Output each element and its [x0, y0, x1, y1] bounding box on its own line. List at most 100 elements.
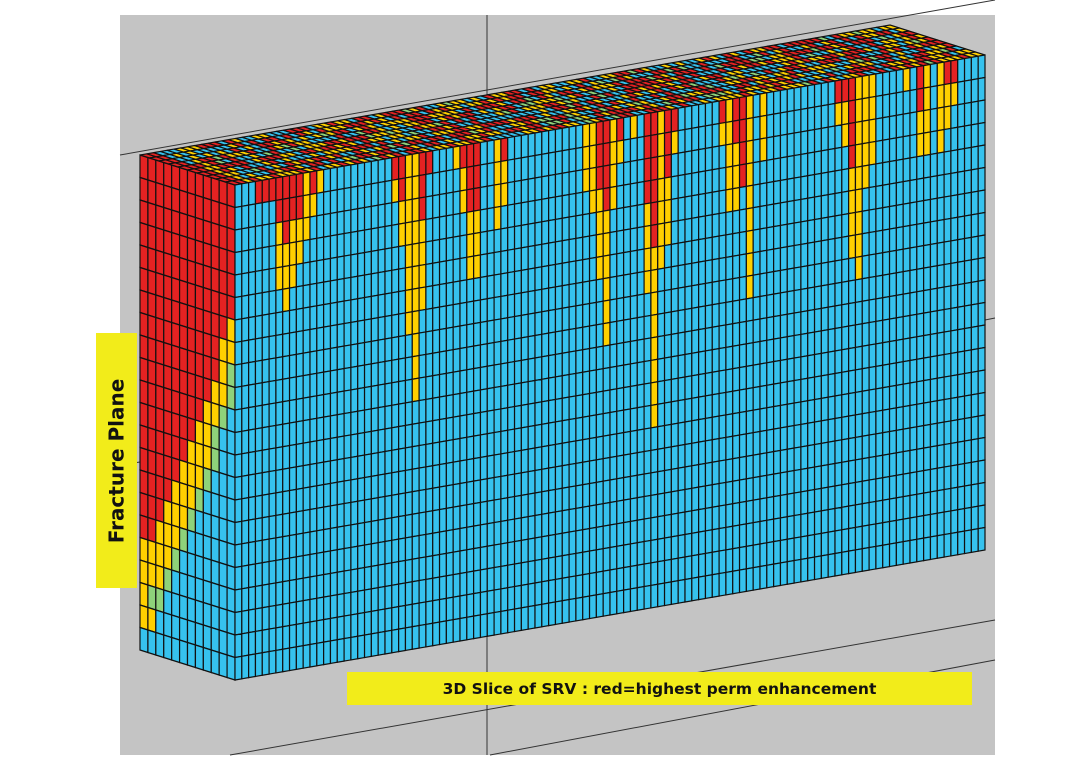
front-cell: [916, 244, 925, 271]
front-cell: [466, 502, 475, 529]
front-cell: [786, 357, 795, 383]
front-cell: [827, 485, 836, 511]
front-cell: [282, 332, 291, 358]
front-cell: [404, 581, 413, 607]
fracture-cell: [139, 221, 149, 249]
fracture-cell: [218, 336, 228, 364]
front-cell: [711, 370, 720, 396]
front-cell: [241, 564, 250, 590]
front-cell: [793, 356, 802, 382]
front-cell: [738, 230, 747, 256]
front-cell: [363, 453, 372, 479]
front-cell: [950, 126, 959, 152]
front-cell: [963, 326, 972, 352]
front-cell: [663, 446, 672, 472]
fracture-cell: [202, 534, 212, 561]
front-cell: [452, 257, 461, 283]
front-cell: [479, 455, 488, 481]
front-cell: [711, 257, 720, 283]
front-cell: [738, 500, 747, 526]
front-cell: [568, 170, 577, 196]
fracture-cell: [171, 411, 181, 439]
front-cell: [895, 360, 904, 387]
front-cell: [629, 452, 638, 478]
front-cell: [854, 345, 863, 371]
fracture-cell: [178, 594, 189, 621]
front-cell: [813, 150, 822, 176]
front-cell: [786, 199, 795, 225]
front-cell: [957, 125, 966, 151]
front-cell: [711, 437, 720, 463]
front-cell: [254, 607, 263, 633]
front-cell: [923, 131, 932, 157]
front-cell: [404, 603, 413, 629]
front-cell: [684, 420, 693, 446]
front-cell: [923, 356, 932, 382]
front-cell: [486, 566, 495, 592]
front-cell: [452, 460, 461, 486]
front-cell: [350, 163, 359, 189]
front-cell: [929, 130, 938, 156]
front-cell: [977, 211, 986, 237]
front-cell: [602, 186, 611, 212]
front-cell: [957, 507, 966, 533]
front-cell: [670, 242, 679, 268]
front-cell: [636, 180, 645, 206]
front-cell: [500, 407, 509, 433]
front-cell: [527, 469, 536, 495]
front-cell: [445, 573, 454, 600]
front-cell: [323, 460, 332, 486]
front-cell: [629, 317, 638, 343]
front-cell: [527, 222, 536, 248]
fracture-cell: [226, 496, 236, 524]
front-cell: [888, 294, 897, 320]
front-cell: [479, 275, 488, 301]
front-cell: [752, 250, 761, 276]
front-cell: [398, 559, 407, 585]
front-cell: [636, 428, 645, 454]
front-cell: [643, 562, 652, 588]
front-cell: [391, 448, 400, 474]
front-cell: [868, 95, 877, 121]
front-cell: [534, 401, 543, 427]
front-cell: [643, 449, 652, 475]
fracture-cell: [139, 626, 149, 654]
front-cell: [520, 133, 529, 159]
front-cell: [807, 106, 816, 132]
front-cell: [411, 377, 420, 403]
front-cell: [848, 481, 857, 507]
front-cell: [554, 150, 563, 176]
front-cell: [391, 358, 400, 384]
front-cell: [309, 552, 318, 578]
front-cell: [316, 416, 325, 442]
front-cell: [902, 427, 911, 453]
fracture-cell: [210, 379, 220, 406]
front-cell: [643, 224, 652, 250]
fracture-cell: [147, 156, 157, 184]
front-cell: [698, 260, 707, 286]
front-cell: [786, 447, 795, 473]
front-cell: [616, 139, 625, 165]
front-cell: [657, 132, 666, 158]
front-cell: [929, 242, 938, 268]
front-cell: [779, 516, 788, 542]
front-cell: [391, 538, 400, 564]
front-cell: [575, 506, 584, 532]
front-cell: [875, 364, 884, 390]
front-cell: [643, 314, 652, 340]
front-cell: [582, 212, 591, 238]
front-cell: [411, 444, 420, 470]
front-cell: [895, 225, 904, 252]
front-cell: [568, 282, 577, 308]
front-cell: [561, 598, 570, 624]
front-cell: [916, 177, 925, 203]
front-cell: [588, 526, 597, 552]
fracture-cell: [210, 199, 220, 226]
fracture-cell: [194, 509, 204, 536]
front-cell: [970, 370, 979, 396]
front-cell: [738, 163, 747, 189]
front-cell: [759, 317, 768, 343]
front-cell: [486, 296, 495, 322]
front-cell: [813, 82, 822, 108]
front-cell: [527, 244, 536, 270]
